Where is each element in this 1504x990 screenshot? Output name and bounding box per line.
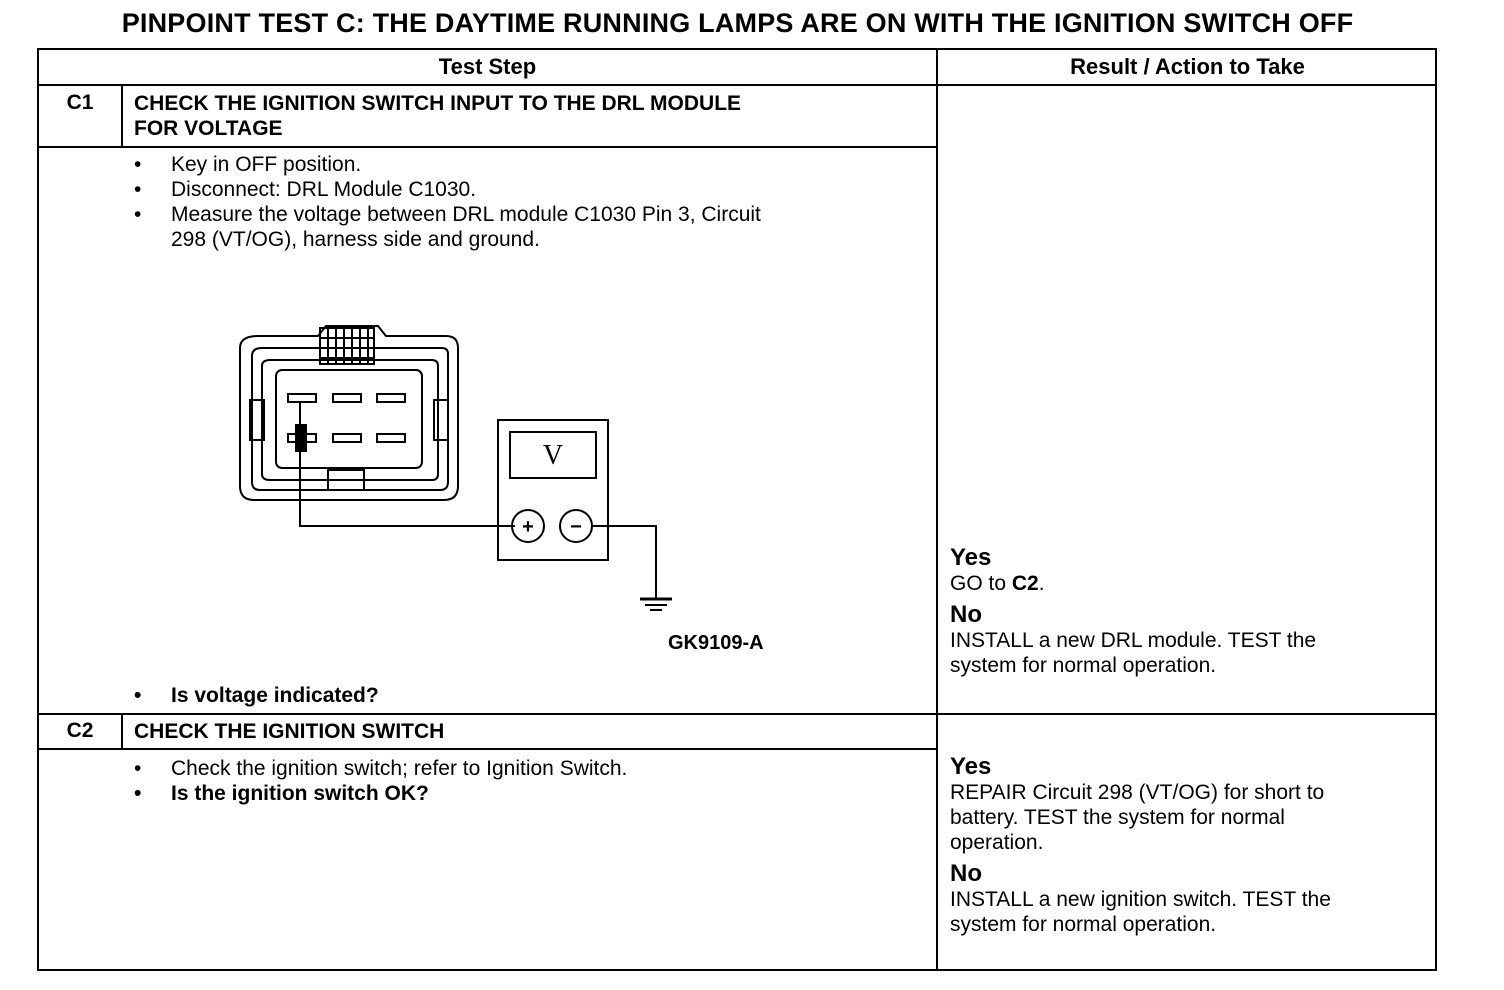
instruction-text-cont: 298 (VT/OG), harness side and ground.: [171, 228, 540, 251]
probe-body: [295, 424, 307, 452]
page-title: PINPOINT TEST C: THE DAYTIME RUNNING LAM…: [121, 8, 1354, 38]
result-c2: Yes REPAIR Circuit 298 (VT/OG) for short…: [950, 754, 1430, 943]
result-no-label: No: [950, 860, 982, 887]
step-divider: [37, 713, 1437, 715]
result-line: system for normal operation.: [950, 654, 1217, 677]
connector-ear-right: [433, 399, 449, 441]
connector-inner-2: [261, 359, 439, 481]
terminal-positive: [511, 509, 545, 543]
c2-title-divider: [37, 748, 937, 750]
list-item: • Check the ignition switch; refer to Ign…: [134, 756, 924, 781]
voltmeter-symbol: V: [543, 440, 563, 471]
c1-id-divider: [121, 84, 123, 147]
step-id-c1: C1: [66, 91, 94, 114]
step-c1-question: • Is voltage indicated?: [134, 683, 924, 708]
result-yes-prefix: GO to: [950, 572, 1012, 595]
header-divider: [37, 84, 1437, 86]
terminal-negative-sign: −: [570, 516, 582, 538]
question-text: Is the ignition switch OK?: [171, 782, 429, 805]
result-line: INSTALL a new DRL module. TEST the: [950, 629, 1317, 652]
result-line: REPAIR Circuit 298 (VT/OG) for short to: [950, 781, 1325, 804]
c1-title-divider: [37, 146, 937, 148]
terminal-positive-sign: +: [522, 516, 534, 538]
step-c2-instructions: • Check the ignition switch; refer to Ign…: [134, 756, 924, 806]
step-title-c2: CHECK THE IGNITION SWITCH: [134, 720, 445, 743]
result-line: INSTALL a new ignition switch. TEST the: [950, 888, 1331, 911]
figure-label: GK9109-A: [668, 632, 764, 654]
connector-bottom-key: [327, 469, 365, 491]
instruction-text: Disconnect: DRL Module C1030.: [171, 178, 477, 201]
result-yes-label: Yes: [950, 753, 992, 780]
list-item: • Disconnect: DRL Module C1030.: [134, 177, 924, 202]
question-text: Is voltage indicated?: [171, 684, 379, 707]
result-c1: Yes GO to C2. No INSTALL a new DRL modul…: [950, 545, 1430, 684]
bullet: •: [134, 684, 142, 707]
test-lead-negative: [592, 525, 657, 598]
c2-id-divider: [121, 713, 123, 750]
instruction-text: Check the ignition switch; refer to Igni…: [171, 757, 628, 780]
column-header-test-step: Test Step: [438, 54, 537, 79]
bullet: •: [134, 782, 142, 805]
list-item: • Is voltage indicated?: [134, 683, 924, 708]
instruction-text: Measure the voltage between DRL module C…: [171, 203, 761, 226]
bullet: •: [134, 203, 142, 226]
connector-lock-tab: [319, 327, 375, 365]
column-divider: [936, 48, 938, 971]
voltmeter: [497, 419, 609, 561]
list-item: • Measure the voltage between DRL module …: [134, 202, 924, 252]
result-line: operation.: [950, 831, 1044, 854]
result-yes-label: Yes: [950, 544, 992, 571]
result-yes-link: C2: [1011, 572, 1039, 595]
pin: [332, 393, 362, 403]
connector-housing: [239, 325, 459, 501]
result-yes-suffix: .: [1038, 572, 1045, 595]
result-yes-text: REPAIR Circuit 298 (VT/OG) for short to …: [950, 780, 1430, 855]
table-frame: [37, 48, 1437, 971]
bullet: •: [134, 153, 142, 176]
step-id-c2: C2: [66, 719, 94, 742]
result-no-text: INSTALL a new ignition switch. TEST the …: [950, 887, 1430, 937]
list-item: • Is the ignition switch OK?: [134, 781, 924, 806]
test-lead-positive: [299, 452, 515, 527]
step-c1-instructions: • Key in OFF position. • Disconnect: DRL M…: [134, 152, 924, 252]
pin: [332, 433, 362, 443]
voltmeter-display: [509, 431, 597, 479]
result-line: system for normal operation.: [950, 913, 1217, 936]
connector-ear-left: [249, 399, 265, 441]
instruction-text: Key in OFF position.: [171, 153, 362, 176]
connector-inner-1: [251, 347, 449, 491]
bullet: •: [134, 757, 142, 780]
pin: [287, 393, 317, 403]
pin: [376, 433, 406, 443]
result-yes-text: GO to C2.: [950, 571, 1430, 596]
list-item: • Key in OFF position.: [134, 152, 924, 177]
step-title-c1-line1: CHECK THE IGNITION SWITCH INPUT TO THE D…: [134, 92, 742, 115]
connector-pin-cavity: [275, 369, 423, 469]
step-title-c1-line2: FOR VOLTAGE: [134, 117, 283, 140]
connector-voltmeter-diagram: V + −: [239, 325, 672, 611]
step-title-c1: CHECK THE IGNITION SWITCH INPUT TO THE D…: [134, 91, 914, 141]
column-header-result: Result / Action to Take: [1070, 54, 1305, 79]
result-line: battery. TEST the system for normal: [950, 806, 1285, 829]
bullet: •: [134, 178, 142, 201]
pin: [376, 393, 406, 403]
result-no-label: No: [950, 601, 982, 628]
